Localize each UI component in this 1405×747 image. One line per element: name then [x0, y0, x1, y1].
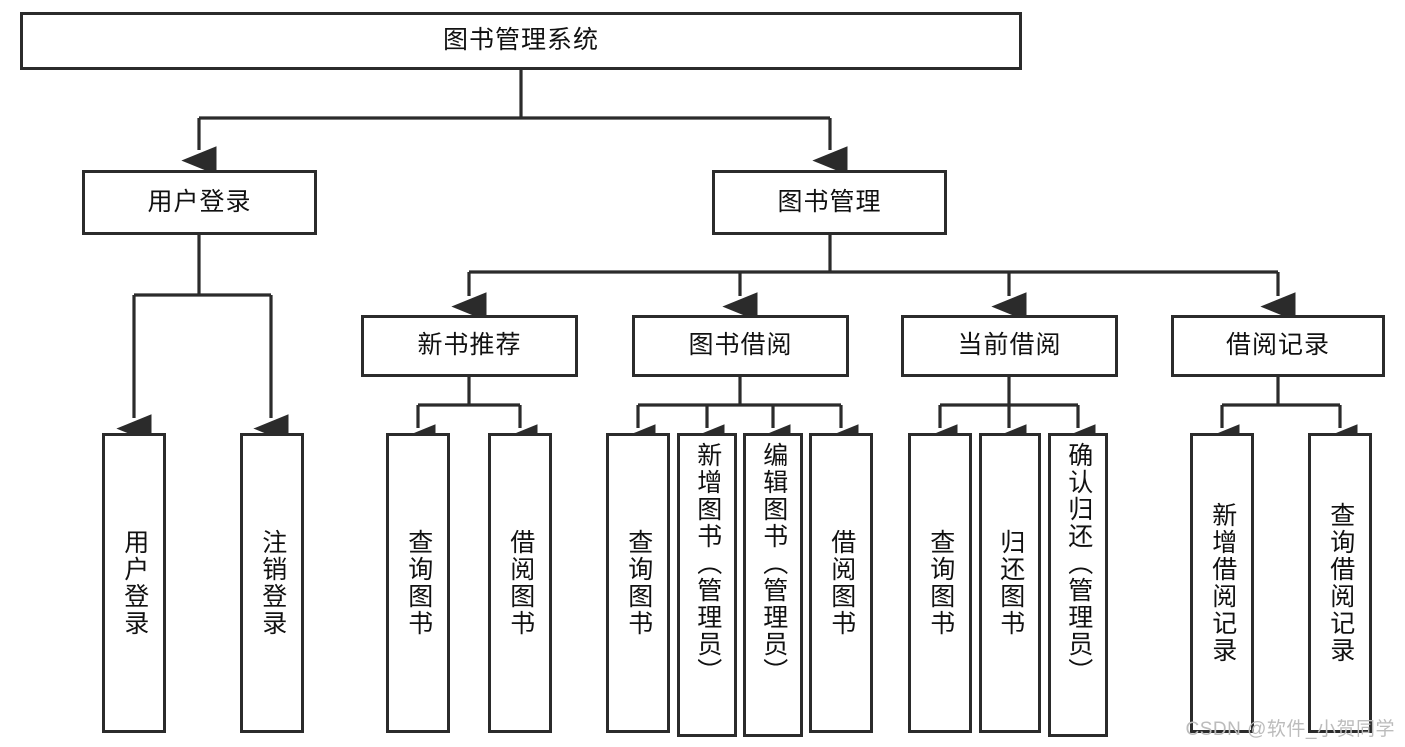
leaf-borrow-book-2-label: 借阅图书 — [827, 529, 856, 637]
node-borrow-record[interactable]: 借阅记录 — [1171, 315, 1385, 377]
node-current-borrow-label: 当前借阅 — [957, 331, 1062, 360]
leaf-return-book[interactable]: 归还图书 — [979, 433, 1041, 733]
node-borrow-record-label: 借阅记录 — [1225, 331, 1330, 360]
leaf-return-book-label: 归还图书 — [996, 529, 1025, 637]
leaf-query-borrow-record-label: 查询借阅记录 — [1326, 502, 1355, 664]
leaf-query-book-3[interactable]: 查询图书 — [908, 433, 972, 733]
csdn-watermark: CSDN @软件_小贺同学 — [1185, 719, 1395, 740]
node-root[interactable]: 图书管理系统 — [20, 12, 1022, 70]
leaf-borrow-book-1[interactable]: 借阅图书 — [488, 433, 552, 733]
leaf-query-borrow-record[interactable]: 查询借阅记录 — [1308, 433, 1372, 733]
leaf-logout-label: 注销登录 — [258, 529, 287, 637]
leaf-confirm-return-admin[interactable]: 确认归还（管理员） — [1048, 433, 1108, 737]
leaf-query-book-2-label: 查询图书 — [624, 529, 653, 637]
node-book-borrow[interactable]: 图书借阅 — [632, 315, 849, 377]
leaf-add-book-admin-label: 新增图书（管理员） — [693, 442, 722, 685]
leaf-query-book-3-label: 查询图书 — [926, 529, 955, 637]
leaf-add-borrow-record-label: 新增借阅记录 — [1208, 502, 1237, 664]
leaf-logout[interactable]: 注销登录 — [240, 433, 304, 733]
node-book-management[interactable]: 图书管理 — [712, 170, 947, 235]
node-book-management-label: 图书管理 — [777, 187, 882, 216]
leaf-edit-book-admin[interactable]: 编辑图书（管理员） — [743, 433, 803, 737]
node-user-login-label: 用户登录 — [147, 187, 252, 216]
node-current-borrow[interactable]: 当前借阅 — [901, 315, 1118, 377]
node-new-book-recommend-label: 新书推荐 — [417, 331, 522, 360]
node-new-book-recommend[interactable]: 新书推荐 — [361, 315, 578, 377]
node-user-login[interactable]: 用户登录 — [82, 170, 317, 235]
leaf-user-login-label: 用户登录 — [120, 529, 149, 637]
leaf-add-borrow-record[interactable]: 新增借阅记录 — [1190, 433, 1254, 733]
leaf-user-login[interactable]: 用户登录 — [102, 433, 166, 733]
leaf-borrow-book-1-label: 借阅图书 — [506, 529, 535, 637]
leaf-borrow-book-2[interactable]: 借阅图书 — [809, 433, 873, 733]
leaf-query-book-1[interactable]: 查询图书 — [386, 433, 450, 733]
node-book-borrow-label: 图书借阅 — [688, 331, 793, 360]
leaf-add-book-admin[interactable]: 新增图书（管理员） — [677, 433, 737, 737]
leaf-query-book-1-label: 查询图书 — [404, 529, 433, 637]
leaf-edit-book-admin-label: 编辑图书（管理员） — [759, 442, 788, 685]
node-root-label: 图书管理系统 — [442, 26, 599, 55]
leaf-confirm-return-admin-label: 确认归还（管理员） — [1064, 442, 1093, 685]
leaf-query-book-2[interactable]: 查询图书 — [606, 433, 670, 733]
